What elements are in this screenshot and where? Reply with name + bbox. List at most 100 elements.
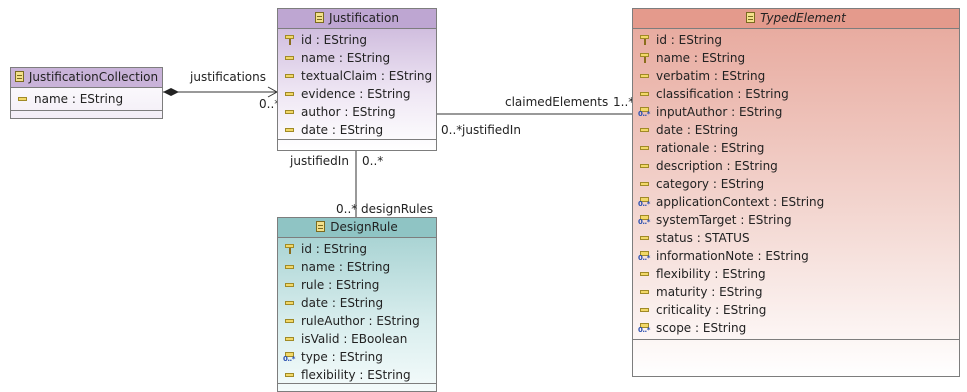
attribute-row[interactable]: ruleAuthor : EString	[284, 312, 436, 330]
typed-element-header[interactable]: TypedElement	[633, 9, 959, 29]
class-name: TypedElement	[760, 11, 846, 25]
attribute-label: name : EString	[656, 51, 746, 65]
attribute-row[interactable]: inputAuthor : EString	[638, 103, 959, 121]
attribute-row[interactable]: classification : EString	[639, 85, 959, 103]
compartment-divider	[278, 383, 436, 384]
attribute-label: systemTarget : EString	[656, 213, 792, 227]
attribute-icon	[284, 298, 296, 308]
attribute-icon	[639, 143, 651, 153]
attribute-icon	[639, 305, 651, 315]
attribute-label: status : STATUS	[656, 231, 750, 245]
justified-in-typed-role-label: justifiedIn	[462, 123, 521, 137]
containment-diamond-icon	[163, 88, 179, 96]
id-attribute-icon	[639, 53, 651, 63]
attribute-row[interactable]: name : EString	[284, 49, 436, 67]
attribute-row[interactable]: verbatim : EString	[639, 67, 959, 85]
attribute-label: id : EString	[656, 33, 723, 47]
justifications-multiplicity-label: 0..*	[259, 97, 281, 111]
attribute-row[interactable]: date : EString	[639, 121, 959, 139]
attribute-icon	[639, 161, 651, 171]
attribute-label: rule : EString	[301, 278, 380, 292]
class-name: JustificationCollection	[28, 70, 159, 84]
attribute-list: id : EString name : EString verbatim : E…	[633, 29, 959, 337]
attribute-icon	[284, 53, 296, 63]
attribute-label: informationNote : EString	[656, 249, 809, 263]
attribute-row[interactable]: criticality : EString	[639, 301, 959, 319]
justification-class[interactable]: Justification id : EString name : EStrin…	[277, 8, 437, 151]
attribute-row[interactable]: maturity : EString	[639, 283, 959, 301]
typed-element-class[interactable]: TypedElement id : EString name : EString…	[632, 8, 960, 377]
attribute-icon	[284, 71, 296, 81]
attribute-icon	[639, 179, 651, 189]
attribute-row[interactable]: date : EString	[284, 121, 436, 139]
attribute-label: textualClaim : EString	[301, 69, 433, 83]
attribute-row[interactable]: author : EString	[284, 103, 436, 121]
attribute-row[interactable]: rule : EString	[284, 276, 436, 294]
attribute-row[interactable]: textualClaim : EString	[284, 67, 436, 85]
attribute-row[interactable]: name : EString	[639, 49, 959, 67]
justification-header[interactable]: Justification	[278, 9, 436, 29]
attribute-row[interactable]: isValid : EBoolean	[284, 330, 436, 348]
attribute-label: description : EString	[656, 159, 778, 173]
attribute-row[interactable]: informationNote : EString	[638, 247, 959, 265]
attribute-row[interactable]: scope : EString	[638, 319, 959, 337]
attribute-row[interactable]: status : STATUS	[639, 229, 959, 247]
attribute-icon	[284, 107, 296, 117]
design-rules-multiplicity-label: 0..*	[336, 202, 358, 216]
attribute-row[interactable]: date : EString	[284, 294, 436, 312]
attribute-icon	[639, 71, 651, 81]
attribute-label: ruleAuthor : EString	[301, 314, 420, 328]
eclass-icon	[14, 71, 24, 82]
attribute-row[interactable]: systemTarget : EString	[638, 211, 959, 229]
attribute-row[interactable]: name : EString	[17, 90, 162, 108]
attribute-row[interactable]: applicationContext : EString	[638, 193, 959, 211]
attribute-label: maturity : EString	[656, 285, 763, 299]
attribute-label: isValid : EBoolean	[301, 332, 408, 346]
design-rule-header[interactable]: DesignRule	[278, 218, 436, 238]
attribute-icon	[639, 269, 651, 279]
attribute-row[interactable]: name : EString	[284, 258, 436, 276]
attribute-row[interactable]: description : EString	[639, 157, 959, 175]
attribute-label: name : EString	[301, 51, 391, 65]
attribute-row[interactable]: id : EString	[284, 240, 436, 258]
attribute-label: classification : EString	[656, 87, 789, 101]
attribute-row[interactable]: id : EString	[639, 31, 959, 49]
compartment-divider	[11, 110, 162, 111]
justified-in-rule-multiplicity-label: 0..*	[362, 154, 384, 168]
attribute-label: id : EString	[301, 242, 368, 256]
attribute-label: flexibility : EString	[656, 267, 766, 281]
attribute-row[interactable]: rationale : EString	[639, 139, 959, 157]
design-rules-role-label: designRules	[361, 202, 434, 216]
attribute-label: inputAuthor : EString	[656, 105, 783, 119]
id-attribute-icon	[639, 35, 651, 45]
attribute-icon	[284, 334, 296, 344]
attribute-icon	[639, 89, 651, 99]
attribute-row[interactable]: type : EString	[283, 348, 436, 366]
attribute-row[interactable]: flexibility : EString	[284, 366, 436, 384]
attribute-label: criticality : EString	[656, 303, 767, 317]
attribute-label: evidence : EString	[301, 87, 411, 101]
justified-in-rule-role-label: justifiedIn	[290, 154, 349, 168]
justifications-role-label: justifications	[190, 70, 266, 84]
design-rule-class[interactable]: DesignRule id : EString name : EString r…	[277, 217, 437, 392]
attribute-label: date : EString	[301, 296, 384, 310]
attribute-row[interactable]: evidence : EString	[284, 85, 436, 103]
attribute-label: id : EString	[301, 33, 368, 47]
attribute-row[interactable]: category : EString	[639, 175, 959, 193]
attribute-label: scope : EString	[656, 321, 747, 335]
justification-collection-class[interactable]: JustificationCollection name : EString	[10, 67, 163, 119]
attribute-list: id : EString name : EString textualClaim…	[278, 29, 436, 139]
attribute-label: type : EString	[301, 350, 383, 364]
claimed-elements-role-label: claimedElements	[505, 95, 609, 109]
compartment-divider	[633, 339, 959, 340]
attribute-row[interactable]: id : EString	[284, 31, 436, 49]
multi-valued-attribute-icon	[638, 197, 651, 208]
attribute-row[interactable]: flexibility : EString	[639, 265, 959, 283]
class-name: DesignRule	[330, 220, 398, 234]
id-attribute-icon	[284, 244, 296, 254]
attribute-icon	[639, 125, 651, 135]
justification-collection-header[interactable]: JustificationCollection	[11, 68, 162, 88]
multi-valued-attribute-icon	[638, 323, 651, 334]
attribute-icon	[284, 89, 296, 99]
